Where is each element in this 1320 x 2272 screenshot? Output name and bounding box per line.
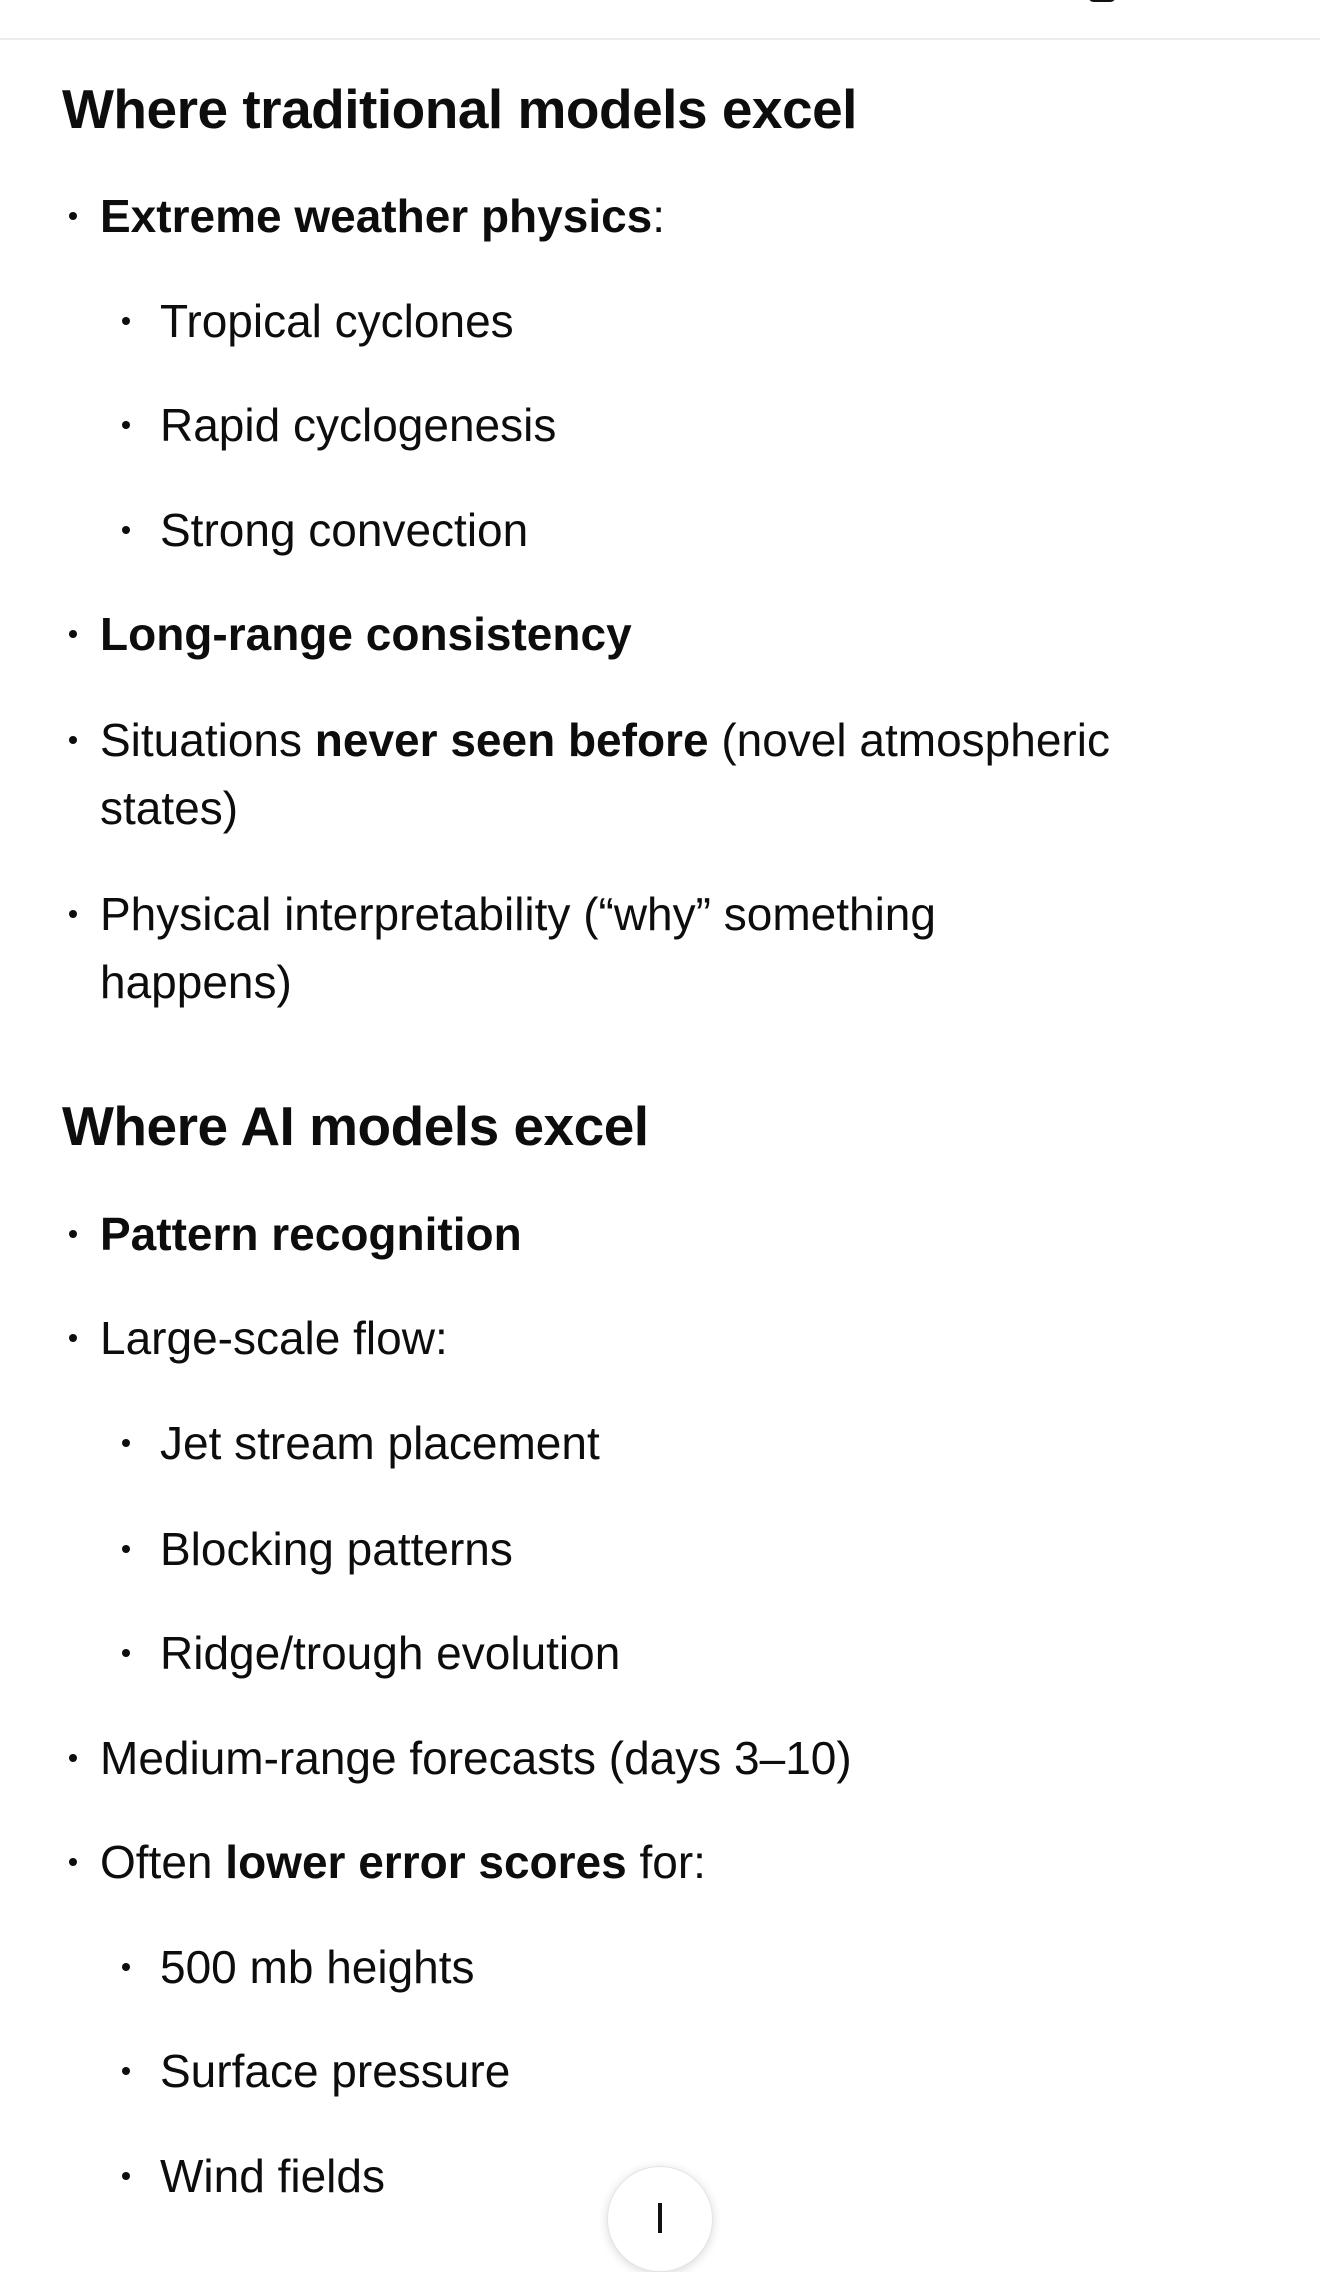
bullet-icon bbox=[122, 1439, 130, 1447]
text: Rapid cyclogenesis bbox=[160, 399, 557, 451]
bullet-icon bbox=[122, 2067, 130, 2075]
bullet-icon bbox=[122, 526, 130, 534]
bullet-icon bbox=[69, 1858, 77, 1866]
list-item: Wind fields bbox=[122, 2142, 1310, 2210]
bullet-icon bbox=[122, 317, 130, 325]
text: Blocking patterns bbox=[160, 1523, 513, 1575]
bullet-icon bbox=[69, 630, 77, 638]
bullet-icon bbox=[69, 1230, 77, 1238]
list-item: Ridge/trough evolution bbox=[122, 1619, 1310, 1687]
text: (novel atmospheric states) bbox=[100, 714, 1110, 834]
top-bar bbox=[0, 0, 1320, 40]
list-item: Physical interpretability (“why” somethi… bbox=[69, 880, 1100, 1016]
bullet-icon bbox=[69, 1334, 77, 1342]
bullet-icon bbox=[122, 2172, 130, 2180]
text: Medium-range forecasts (days 3–10) bbox=[100, 1732, 852, 1784]
text: Situations bbox=[100, 714, 315, 766]
list-item: Blocking patterns bbox=[122, 1515, 1310, 1583]
bullet-icon bbox=[69, 910, 77, 918]
bullet-icon bbox=[69, 212, 77, 220]
text: Ridge/trough evolution bbox=[160, 1627, 621, 1679]
bold-text: Pattern recognition bbox=[100, 1208, 522, 1260]
list-item: Long-range consistency bbox=[69, 600, 1250, 668]
text: for: bbox=[626, 1836, 706, 1888]
arrow-down-icon bbox=[658, 2203, 662, 2233]
bullet-icon bbox=[122, 1649, 130, 1657]
list-item: Surface pressure bbox=[122, 2037, 1310, 2105]
bold-text: never seen before bbox=[314, 714, 709, 766]
list-item: Often lower error scores for: bbox=[69, 1828, 1250, 1896]
section-heading: Where traditional models excel bbox=[62, 78, 857, 140]
text: Large-scale flow: bbox=[100, 1312, 448, 1364]
list-item: Tropical cyclones bbox=[122, 287, 1310, 355]
list-item: Large-scale flow: bbox=[69, 1304, 1250, 1372]
list-item: Rapid cyclogenesis bbox=[122, 391, 1310, 459]
bullet-icon bbox=[122, 421, 130, 429]
bullet-icon bbox=[122, 1545, 130, 1553]
bold-text: Long-range consistency bbox=[100, 608, 632, 660]
text: Surface pressure bbox=[160, 2045, 511, 2097]
text: Tropical cyclones bbox=[160, 295, 514, 347]
list-item: Medium-range forecasts (days 3–10) bbox=[69, 1724, 1250, 1792]
bullet-icon bbox=[69, 736, 77, 744]
list-item: Strong convection bbox=[122, 496, 1310, 564]
list-item: Situations never seen before (novel atmo… bbox=[69, 706, 1230, 842]
text: Jet stream placement bbox=[160, 1417, 600, 1469]
list-item: Extreme weather physics: bbox=[69, 182, 1250, 250]
section-heading: Where AI models excel bbox=[62, 1095, 649, 1157]
list-item: Jet stream placement bbox=[122, 1409, 1310, 1477]
list-item: 500 mb heights bbox=[122, 1933, 1310, 2001]
toolbar-icon[interactable] bbox=[1088, 0, 1116, 2]
text: Physical interpretability (“why” somethi… bbox=[100, 888, 936, 1008]
bold-text: Extreme weather physics bbox=[100, 190, 653, 242]
list-item: Pattern recognition bbox=[69, 1200, 1250, 1268]
bullet-icon bbox=[69, 1754, 77, 1762]
bold-text: lower error scores bbox=[225, 1836, 627, 1888]
bullet-icon bbox=[122, 1963, 130, 1971]
text: Strong convection bbox=[160, 504, 529, 556]
text: : bbox=[652, 190, 666, 242]
text: Wind fields bbox=[160, 2150, 385, 2202]
scroll-down-button[interactable] bbox=[607, 2166, 713, 2272]
text: 500 mb heights bbox=[160, 1941, 475, 1993]
text: Often bbox=[100, 1836, 226, 1888]
